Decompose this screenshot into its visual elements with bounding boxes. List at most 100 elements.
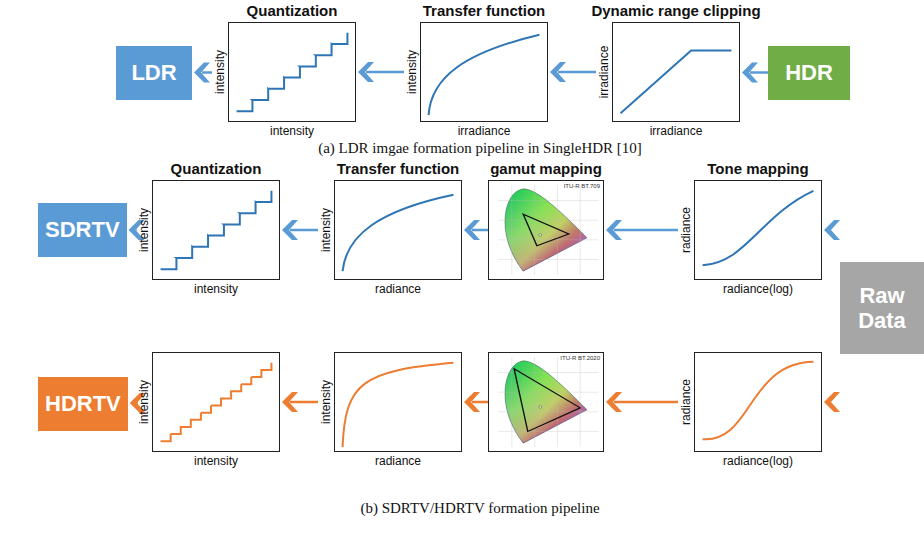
arrow-line: [750, 71, 768, 74]
plot-curve: [489, 181, 603, 279]
grid-line: [534, 357, 535, 447]
white-point: [539, 234, 542, 236]
grid-line: [498, 372, 598, 373]
pipeline-arrow: [282, 392, 318, 412]
pipeline-arrow: [358, 62, 404, 82]
plot-curve-line: [343, 195, 454, 271]
axis-label: intensity: [270, 124, 314, 138]
chevron-arrowhead: [550, 62, 566, 82]
chevron-arrowhead: [358, 62, 374, 82]
pipeline-arrow: [824, 392, 840, 412]
chromaticity-locus: [505, 361, 587, 443]
panel-title: Quantization: [247, 2, 338, 19]
chart-legend: ITU-R BT.709: [564, 183, 600, 189]
axis-label: radiance(log): [723, 282, 793, 296]
grid-line: [580, 185, 581, 275]
output-box: HDRTV: [38, 377, 128, 431]
grid-line: [511, 185, 512, 275]
gamut-triangle: [523, 214, 569, 245]
plot-frame: [152, 180, 280, 280]
axis-label: radiance: [375, 454, 421, 468]
arrow-line: [558, 71, 596, 74]
plot-curve: [695, 353, 821, 451]
plot-curve-line: [237, 33, 348, 111]
plot-curve: [153, 353, 279, 451]
chevron-arrowhead: [742, 63, 758, 83]
chevron-arrowhead: [824, 220, 840, 240]
plot-frame: [420, 22, 548, 122]
box-label: HDR: [785, 60, 833, 85]
box-label: SDRTV: [45, 217, 120, 242]
plot-panel: Quantizationintensityintensity: [136, 160, 280, 298]
chevron-arrowhead: [282, 220, 298, 240]
plot-curve: [613, 23, 739, 121]
chevron-arrowhead: [464, 220, 480, 240]
chromaticity-locus: [505, 361, 587, 443]
arrow-line: [614, 401, 678, 404]
chart-legend: ITU-R BT.2020: [560, 355, 600, 361]
grid-line: [498, 392, 598, 393]
output-box: SDRTV: [38, 203, 127, 257]
plot-curve: [335, 181, 461, 279]
chromaticity-locus: [505, 189, 587, 271]
chevron-arrowhead: [606, 392, 622, 412]
axis-label: intensity: [137, 208, 151, 252]
plot-curve: [489, 353, 603, 451]
axis-label: radiance: [375, 282, 421, 296]
plot-curve: [335, 353, 461, 451]
chevron-arrowhead: [194, 63, 210, 83]
figure-caption: (a) LDR imgae formation pipeline in Sing…: [318, 140, 642, 157]
plot-frame: [694, 180, 822, 280]
axis-label: radiance: [679, 207, 693, 253]
plot-frame: [334, 180, 462, 280]
grid-line: [498, 200, 598, 201]
plot-curve-line: [703, 191, 814, 265]
axis-label: radiance: [679, 379, 693, 425]
plot-curve-line: [343, 363, 454, 447]
plot-curve-line: [429, 35, 540, 115]
source-box: Raw Data: [840, 262, 924, 354]
axis-label: irradiance: [650, 124, 703, 138]
grid-line: [498, 431, 598, 432]
axis-label: intensity: [405, 50, 419, 94]
plot-panel: ITU-R BT.709 gamut mapping: [488, 160, 604, 280]
axis-label: intensity: [194, 454, 238, 468]
plot-panel: Transfer functionintensityradiance: [318, 160, 462, 298]
chevron-arrowhead: [824, 392, 840, 412]
grid-line: [511, 357, 512, 447]
panel-title: Quantization: [171, 160, 262, 177]
pipeline-arrow: [194, 63, 212, 83]
plot-frame: [152, 352, 280, 452]
plot-frame: [612, 22, 740, 122]
plot-panel: Transfer function intensity irradiance: [404, 2, 548, 140]
gamut-triangle: [514, 369, 580, 432]
chromaticity-locus: [505, 189, 587, 271]
plot-panel: radianceradiance(log): [678, 352, 822, 470]
plot-panel: Dynamic range clippingirradianceirradian…: [596, 2, 740, 140]
grid-line: [498, 239, 598, 240]
arrow-line: [290, 229, 318, 232]
input-box: HDR: [768, 46, 850, 100]
chromaticity-chart: ITU-R BT.709: [488, 180, 604, 280]
axis-label: intensity: [319, 380, 333, 424]
box-label: Raw Data: [846, 283, 918, 334]
chevron-arrowhead: [282, 392, 298, 412]
panel-title: Transfer function: [423, 2, 546, 19]
plot-panel: Quantizationintensityintensity: [212, 2, 356, 140]
plot-panel: Tone mapping radiance radiance(log): [678, 160, 822, 298]
chromaticity-chart: ITU-R BT.2020: [488, 352, 604, 452]
pipeline-arrow: [742, 63, 768, 83]
plot-curve-line: [161, 363, 272, 441]
grid-line: [498, 411, 598, 412]
pipeline-arrow: [282, 220, 318, 240]
panel-title: Tone mapping: [707, 160, 808, 177]
arrow-line: [614, 229, 678, 232]
pipeline-arrow: [550, 62, 596, 82]
pipeline-arrow: [606, 220, 678, 240]
axis-label: irradiance: [458, 124, 511, 138]
arrow-line: [202, 71, 212, 74]
plot-curve-line: [703, 362, 814, 440]
figure-caption: (b) SDRTV/HDRTV formation pipeline: [360, 500, 599, 517]
panel-title: gamut mapping: [490, 160, 602, 177]
plot-curve-line: [161, 191, 272, 269]
